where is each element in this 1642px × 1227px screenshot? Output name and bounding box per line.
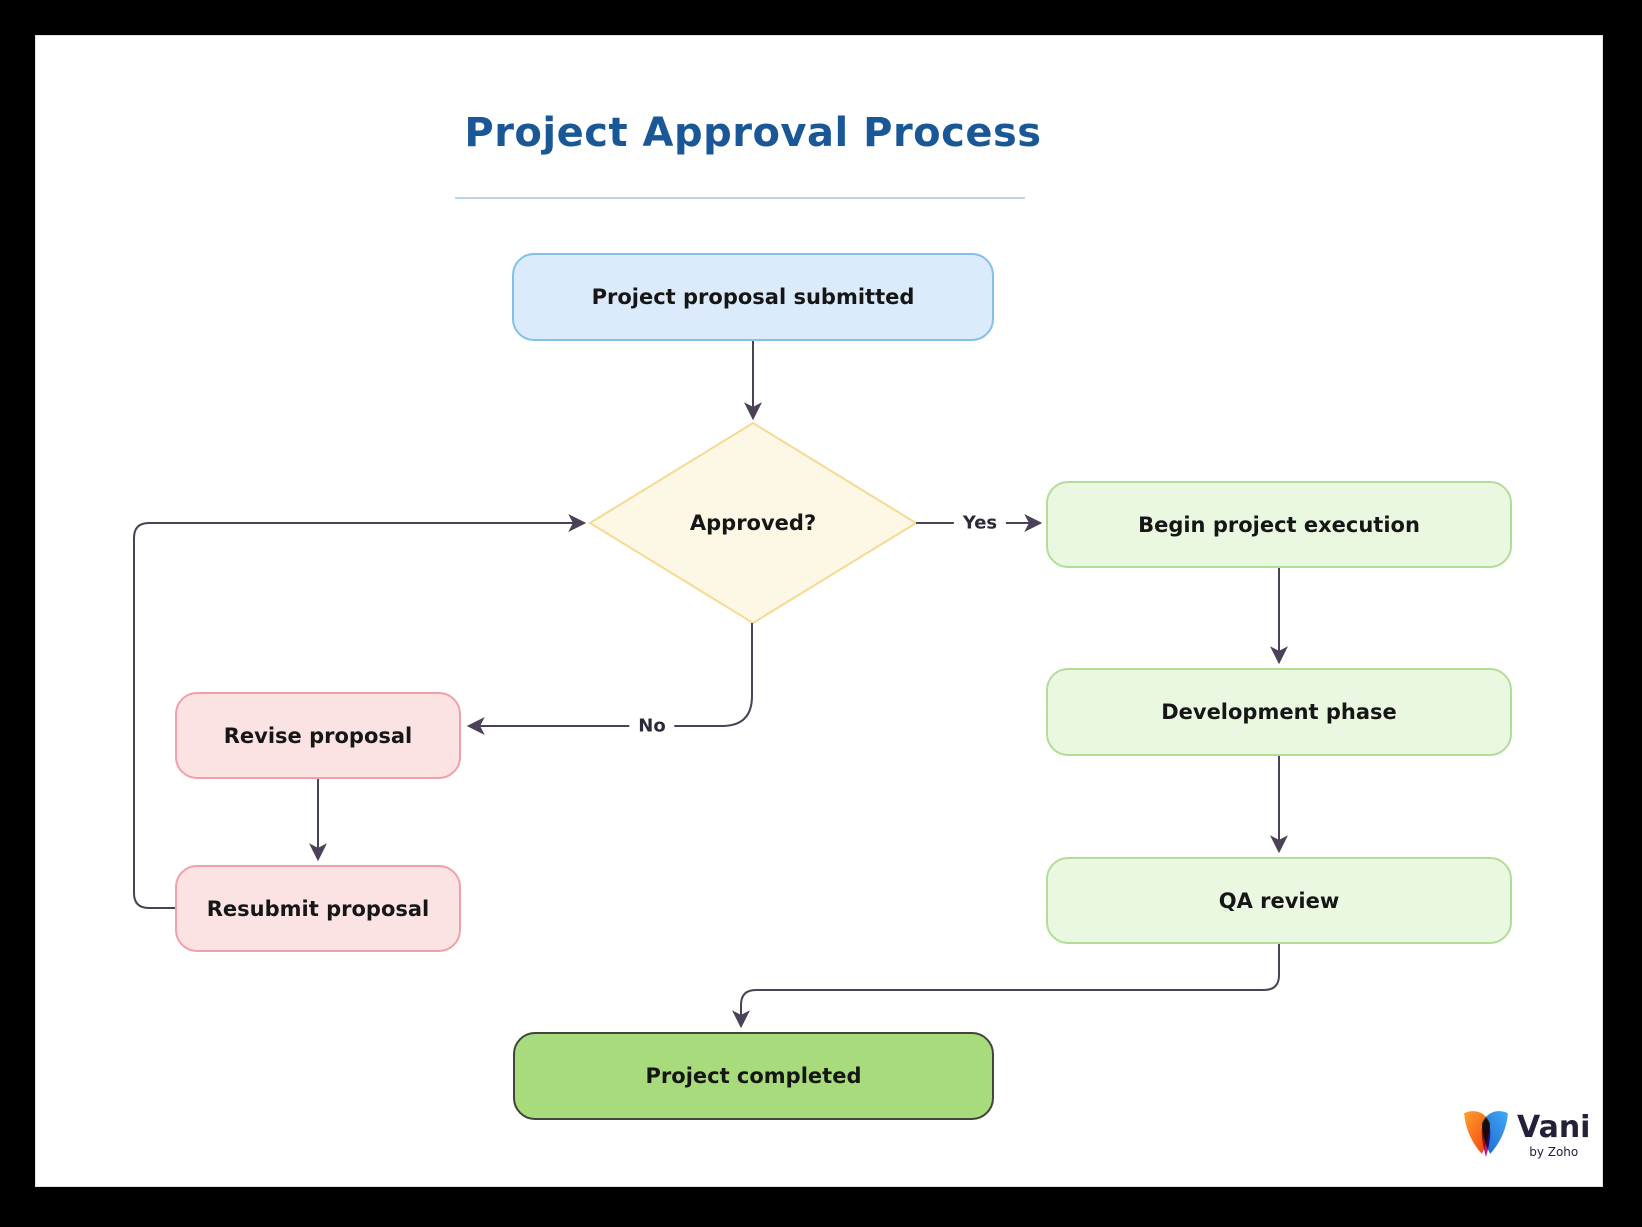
edge-label-yes: Yes <box>953 512 1007 534</box>
vani-logo-subtext: by Zoho <box>1529 1144 1579 1159</box>
node-revise-proposal: Revise proposal <box>175 692 461 779</box>
vani-logo: Vani by Zoho <box>1462 1108 1590 1162</box>
vani-logo-name: Vani <box>1517 1110 1591 1145</box>
vani-logo-icon <box>1462 1108 1510 1162</box>
diagram-canvas <box>35 35 1603 1187</box>
node-resubmit-proposal: Resubmit proposal <box>175 865 461 952</box>
node-label: Project proposal submitted <box>591 285 915 309</box>
edge-approved-revise <box>466 623 753 735</box>
edge-qa-completed <box>732 944 1280 1029</box>
edge-label-no: No <box>629 715 675 737</box>
node-project-proposal-submitted: Project proposal submitted <box>512 253 994 341</box>
node-begin-project-execution: Begin project execution <box>1046 481 1512 568</box>
edge-resubmit-approved <box>133 514 587 909</box>
vani-logo-texts: Vani by Zoho <box>1517 1112 1590 1159</box>
page-title: Project Approval Process <box>464 110 1042 156</box>
node-approved-label: Approved? <box>689 511 817 535</box>
title-underline <box>455 197 1025 199</box>
node-development-phase: Development phase <box>1046 668 1512 756</box>
node-label: QA review <box>1218 888 1340 913</box>
node-label: Revise proposal <box>223 723 413 748</box>
node-qa-review: QA review <box>1046 857 1512 944</box>
node-label: Development phase <box>1161 700 1397 724</box>
node-label: Project completed <box>645 1064 862 1088</box>
node-label: Begin project execution <box>1138 512 1420 537</box>
node-label: Resubmit proposal <box>206 896 430 921</box>
node-project-completed: Project completed <box>513 1032 994 1120</box>
